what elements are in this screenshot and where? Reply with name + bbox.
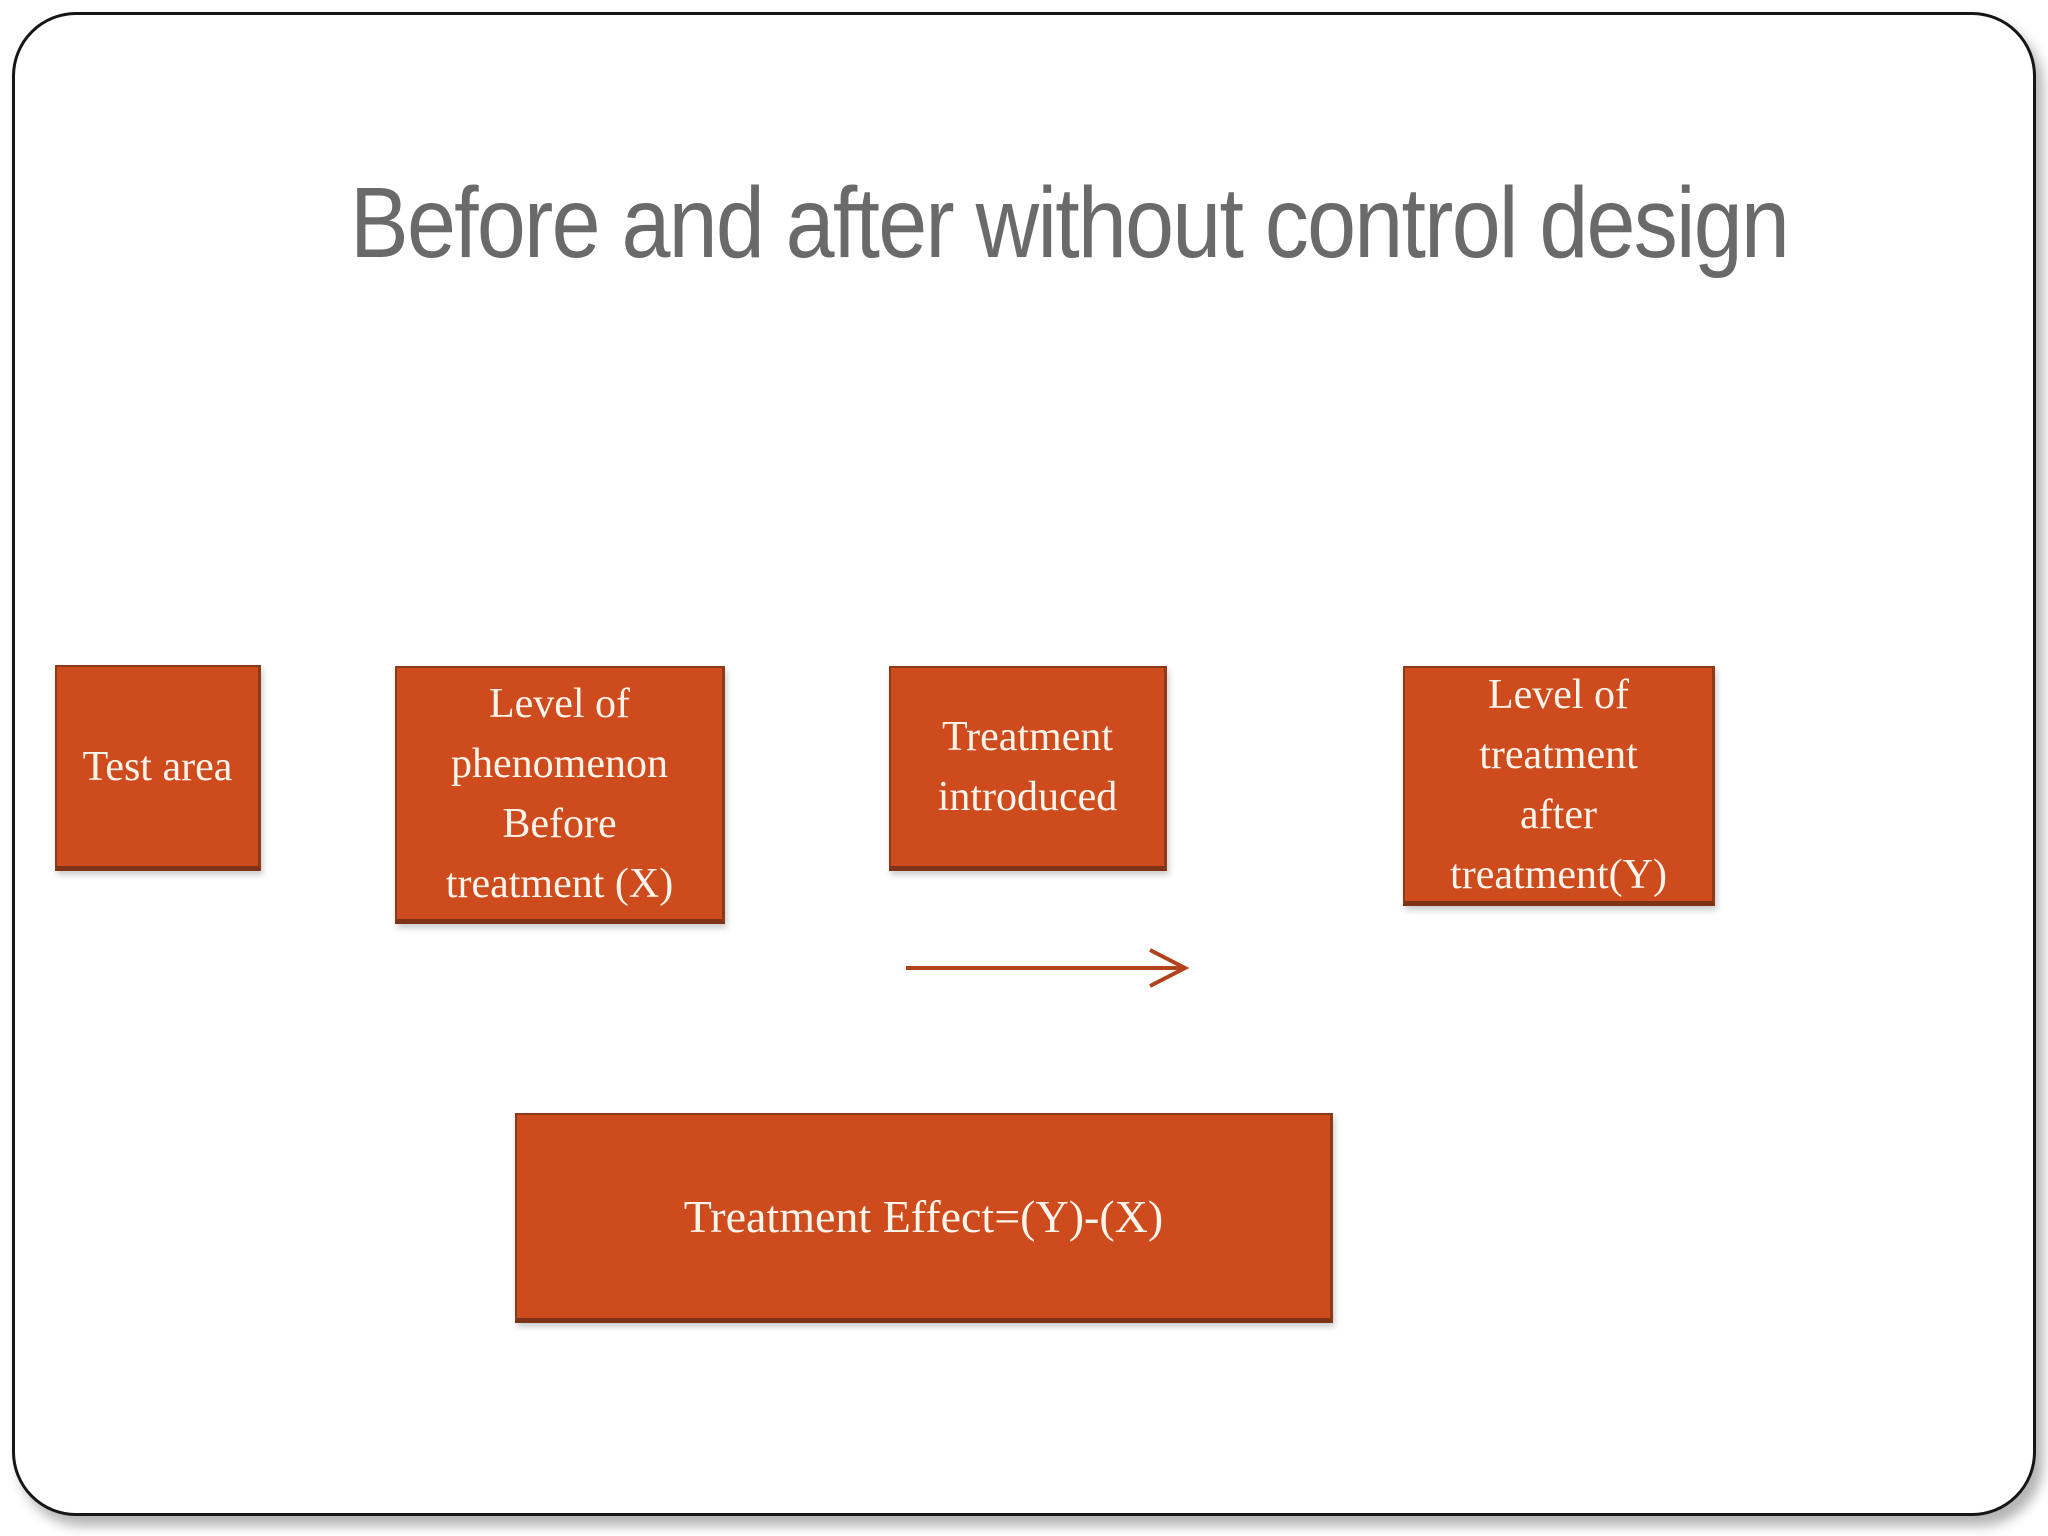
slide-title-text: Before and after without control design (349, 167, 1790, 279)
node-level-of-phenomenon-before-treatment: Level of phenomenon Before treatment (X) (395, 666, 725, 924)
node-text-line: after (1520, 791, 1597, 838)
flow-arrow-right-icon (903, 943, 1199, 991)
node-text-line: treatment(Y) (1450, 851, 1667, 898)
node-level-of-treatment-after-treatment: Level of treatment after treatment(Y) (1403, 666, 1715, 906)
node-text-line: Before (502, 800, 617, 847)
node-treatment-introduced: Treatment introduced (889, 666, 1167, 871)
node-text-line: treatment (1479, 731, 1638, 778)
slide: Before and after without control design … (12, 12, 2036, 1516)
node-text-line: introduced (937, 774, 1118, 820)
node-text-line: Level of (1487, 671, 1630, 718)
node-treatment-effect: Treatment Effect=(Y)-(X) (515, 1113, 1333, 1323)
slide-title: Before and after without control design (15, 163, 2033, 283)
node-text: Test area (82, 743, 233, 790)
node-text-line: Treatment (941, 714, 1114, 760)
node-text-line: treatment (X) (445, 860, 674, 907)
node-text-line: Level of (488, 680, 631, 727)
node-text: Treatment Effect=(Y)-(X) (683, 1190, 1164, 1242)
node-text-line: phenomenon (451, 740, 668, 787)
node-test-area: Test area (55, 665, 261, 871)
